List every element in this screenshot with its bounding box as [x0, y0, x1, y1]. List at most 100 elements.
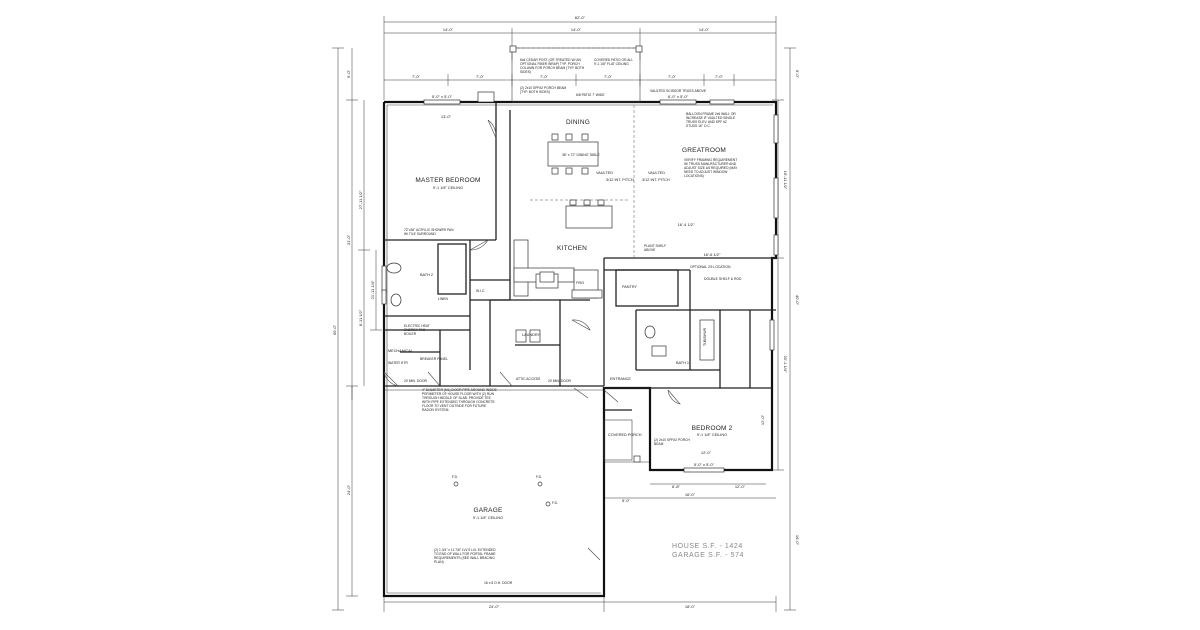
dim-top-right: 14'-0"	[699, 27, 710, 32]
label-pitch-2: 3/12 INT. PITCH	[642, 178, 670, 182]
dimension-lines	[332, 16, 796, 612]
dim-left-a: 6'-0"	[346, 69, 351, 78]
dim-top2-e: 7'-0"	[668, 74, 677, 79]
label-20min-door-1: 20 MIN. DOOR	[404, 379, 428, 383]
note-shower: 72"x36" ACRYLIC SHOWER PAN W/ TILE SURRO…	[404, 228, 454, 236]
note-bedroom-beam: (2) 2x10 SPF#2 PORCH BEAM	[654, 438, 690, 446]
room-laundry: LAUNDRY	[522, 333, 541, 337]
note-porch-post: 6x6 CEDAR POST (OR TREATED W/ AN OPTIONA…	[520, 58, 585, 74]
dim-overall-depth: 60'-0"	[332, 324, 337, 335]
doors	[383, 91, 681, 561]
note-patio-door: 6/8 PATIO 7' WIDE	[576, 93, 605, 97]
dim-right-e: 16'-0"	[795, 535, 800, 546]
house-square-footage: HOUSE S.F. - 1424	[672, 543, 743, 550]
note-vaulted-truss: VAULTED SCISSOR TRUSS ABOVE	[650, 89, 707, 93]
note-electric: ELECTRIC HEAT ENERGY PAC BOILER	[404, 324, 430, 336]
dim-garage-b: 16'-0"	[685, 492, 696, 497]
construction-notes: 6x6 CEDAR POST (OR TREATED W/ AN OPTIONA…	[404, 58, 742, 564]
note-garage-header: (2) 1 3/4" x 11 7/8" LVL'S LVL EXTENDED …	[434, 548, 496, 564]
label-fd-1: F.D.	[452, 475, 458, 479]
dim-bed2-c: 12'-0"	[735, 484, 746, 489]
dim-left-b: 27'-11 1/2"	[358, 190, 363, 209]
dim-bottom-right: 18'-0"	[685, 604, 696, 609]
dim-top-left: 14'-0"	[443, 27, 454, 32]
room-garage: GARAGE	[473, 507, 502, 514]
dim-left-c: 31'-0"	[346, 234, 351, 245]
dim-great-w: 16'-4 1/2"	[678, 222, 695, 227]
kitchen-island	[565, 205, 613, 229]
label-wic: W.I.C.	[476, 289, 485, 293]
windows	[381, 99, 779, 473]
bathtub	[699, 319, 715, 361]
label-vaulted-1: VAULTED	[596, 171, 613, 175]
note-radon: 4" DIAMETER (ML) DOOR PIPE AROUND INSIDE…	[422, 388, 497, 412]
dim-bed2-h: 12'-0"	[760, 414, 765, 425]
dim-top-mid: 14'-0"	[571, 27, 582, 32]
room-mechanical: MECHANICAL	[388, 349, 413, 353]
note-framing: VERIFY FRAMING REQUIREMENT W/ TRUSS MANU…	[684, 158, 738, 178]
label-20min-door-2: 20 MIN. DOOR	[548, 379, 572, 383]
square-footage: HOUSE S.F. - 1424 GARAGE S.F. - 574	[672, 543, 744, 559]
dimension-labels: 62'-0" 14'-0" 14'-0" 14'-0" 7'-0" 7'-0" …	[332, 15, 800, 609]
label-vaulted-2: VAULTED	[648, 171, 665, 175]
room-bath1: BATH 1	[676, 361, 689, 365]
dim-top2-f: 7'-0"	[715, 74, 724, 79]
dim-left-d: 8'-11 1/2"	[358, 309, 363, 326]
dim-top2-c: 7'-0"	[540, 74, 549, 79]
garage-square-footage: GARAGE S.F. - 574	[672, 552, 744, 559]
dim-bottom-left: 24'-0"	[489, 604, 500, 609]
room-dining: DINING	[566, 119, 590, 126]
note-porch-beam: (2) 2x10 SPF#2 PORCH BEAM (TYP. BOTH SID…	[520, 86, 567, 94]
dining-table	[547, 141, 599, 167]
note-covered-patio: COVERED PATIO OR ALL 9'-1 1/8" FLAT CEIL…	[594, 58, 633, 66]
label-overhead-door: 16 x 8 O.H. DOOR	[484, 581, 513, 585]
room-pantry: PANTRY	[622, 285, 638, 289]
dim-right-b: 16'-11 1/2"	[783, 171, 788, 190]
label-tub: TUB/SHWR	[703, 327, 707, 346]
dim-right-d: 20'-1 1/4"	[783, 356, 788, 373]
note-plant-shelf: PLANT SHELF ABOVE	[644, 244, 667, 252]
dim-bed2-b: 6'-8"	[672, 484, 681, 489]
room-master-bedroom: MASTER BEDROOM	[415, 177, 480, 184]
dim-left-e: 24'-0"	[346, 484, 351, 495]
dim-top2-d: 7'-0"	[604, 74, 613, 79]
dim-right-a: 6'-0"	[795, 70, 800, 79]
label-fd-3: F.D.	[552, 501, 558, 505]
label-attic: ATTIC ACCESS	[516, 377, 541, 381]
room-kitchen: KITCHEN	[557, 245, 587, 252]
dim-right-c: 40'-0"	[795, 295, 800, 306]
room-entrance: ENTRANCE	[610, 377, 631, 381]
dim-window-3: 5'-0" x 5'-0"	[694, 462, 715, 467]
label-breaker: BREAKER PANEL	[420, 357, 448, 361]
master-ceiling: 9'-1 1/8" CEILING	[433, 186, 463, 190]
bedroom2-ceiling: 9'-1 1/8" CEILING	[697, 433, 727, 437]
dim-bed2-w: 12'-0"	[701, 450, 712, 455]
dim-top2-b: 7'-0"	[476, 74, 485, 79]
note-optional-closet: OPTIONAL 2'6 LOCATION	[690, 265, 731, 269]
room-bedroom2: BEDROOM 2	[692, 425, 733, 432]
fixture-labels: VAULTED 3/12 INT. PITCH VAULTED 3/12 INT…	[388, 153, 707, 585]
label-pitch-1: 3/12 INT. PITCH	[606, 178, 634, 182]
dim-window-1: 5'-0" x 5'-0"	[432, 94, 453, 99]
dim-top2-a: 7'-0"	[412, 74, 421, 79]
room-covered-porch: COVERED PORCH	[608, 433, 642, 437]
dim-bed2-a: 5'-0"	[622, 498, 631, 503]
garage-ceiling: 9'-1 1/8" CEILING	[473, 516, 503, 520]
fixtures	[386, 133, 715, 507]
room-bath2: BATH 2	[420, 273, 433, 277]
label-water-heater: WATER HTR	[388, 361, 408, 365]
note-balloon-frame: BALLOON FRAME 2x6 WALL OR INCREASE IF VA…	[686, 112, 736, 128]
dim-left-f: 21'-11 1/4"	[370, 280, 375, 299]
note-double-shelf: DOUBLE SHELF & ROD	[704, 277, 742, 281]
label-fd-2: F.D.	[536, 475, 542, 479]
room-greatroom: GREATROOM	[682, 147, 726, 154]
dim-mbr-w: 13'-0"	[441, 114, 452, 119]
dim-window-2: 6'-0" x 5'-0"	[668, 94, 689, 99]
room-labels: MASTER BEDROOM 9'-1 1/8" CEILING DINING …	[388, 119, 733, 520]
dim-great-w2: 16'-6 1/2"	[704, 252, 721, 257]
label-dining-table: 36" x 72" DINING TABLE	[562, 153, 600, 157]
label-linen: LINEN	[438, 297, 449, 301]
label-fridge: FRIG	[576, 281, 584, 285]
dim-overall-width: 62'-0"	[575, 15, 586, 20]
